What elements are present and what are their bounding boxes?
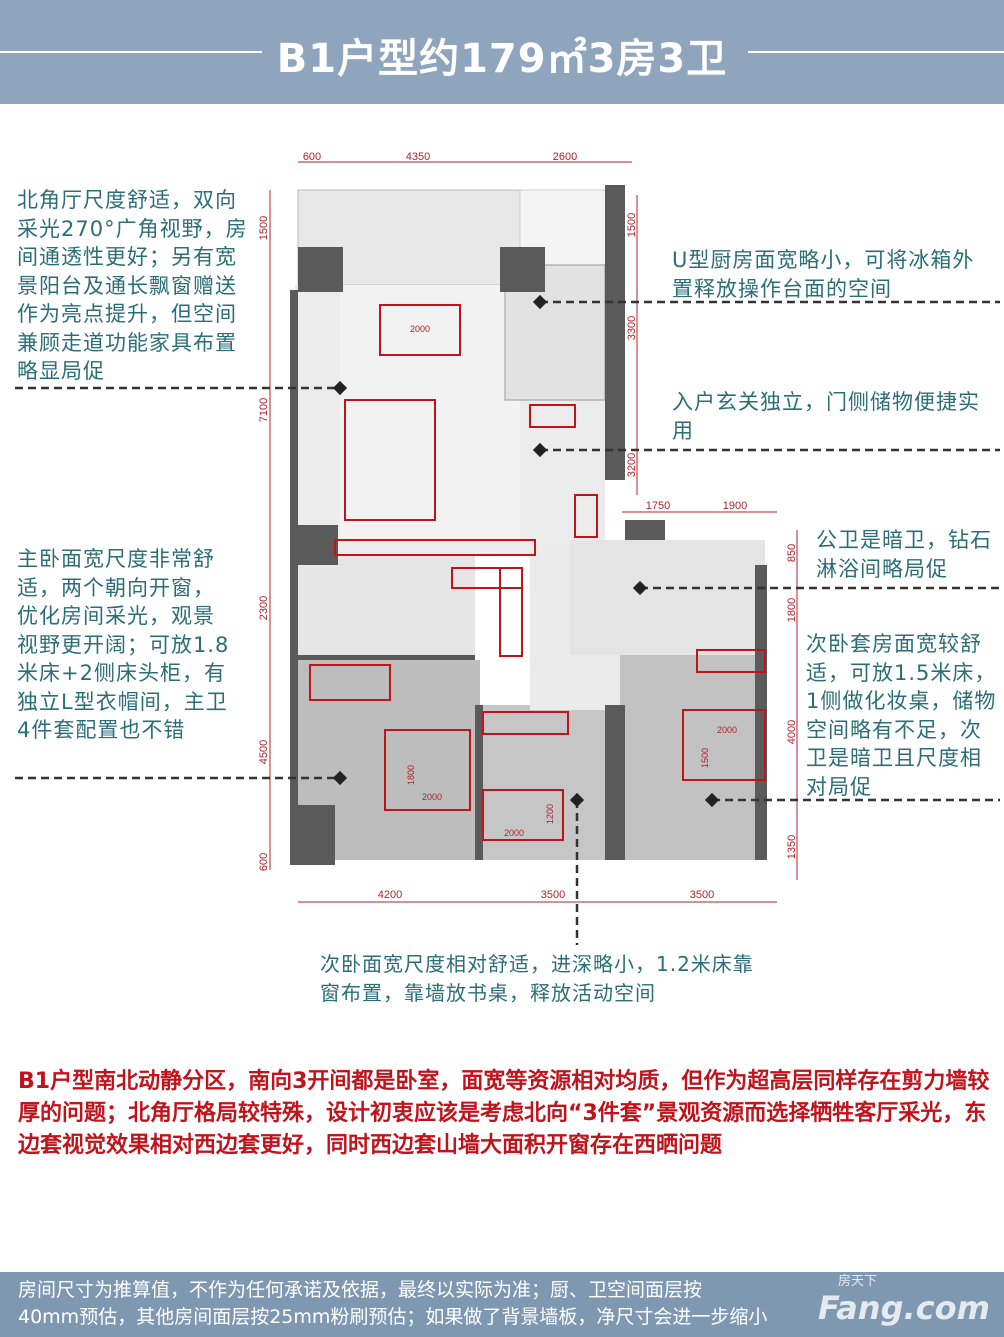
plan-walls <box>290 185 767 865</box>
plan-rooms <box>295 189 765 860</box>
annotation-entry: 入户玄关独立，门侧储物便捷实用 <box>672 390 980 443</box>
furn-dim-2: 2000 <box>422 792 442 802</box>
footer-line-1: 房间尺寸为推算值，不作为任何承诺及依据，最终以实际为准；厨、卫空间面层按 <box>18 1279 703 1301</box>
dim-right-1: 1800 <box>786 598 798 622</box>
dim-left-3: 4500 <box>258 740 270 764</box>
dim-right-0: 850 <box>786 544 798 562</box>
dim-right-inner-2: 3200 <box>626 453 638 477</box>
page-title: B1户型约179㎡3房3卫 <box>276 36 728 82</box>
dim-top-2: 2600 <box>553 151 577 163</box>
header-rule-right <box>748 51 1004 53</box>
leader-dots <box>332 294 720 808</box>
header-bar: B1户型约179㎡3房3卫 <box>0 0 1004 104</box>
furn-dim-4: 2000 <box>504 828 524 838</box>
dim-left-1: 7100 <box>258 398 270 422</box>
dim-top-1: 4350 <box>406 151 430 163</box>
furn-dim-0: 2000 <box>410 324 430 334</box>
dim-bottom-2: 3500 <box>690 889 714 901</box>
dim-mid-1: 1900 <box>723 500 747 512</box>
plan-furniture <box>309 304 766 841</box>
brand-label: 房天下 <box>838 1274 878 1289</box>
dim-mid-0: 1750 <box>646 500 670 512</box>
dim-left-2: 2300 <box>258 596 270 620</box>
header-rule-left <box>0 51 262 53</box>
annotation-second-bed: 次卧面宽尺度相对舒适，进深略小，1.2米床靠窗布置，靠墙放书桌，释放活动空间 <box>320 952 754 1005</box>
annotation-kitchen: U型厨房面宽略小，可将冰箱外置释放操作台面的空间 <box>672 248 975 301</box>
fang-logo: 房天下 Fang.com <box>818 1274 1002 1327</box>
floor-plan: 600 4350 2600 1500 7100 2300 4500 600 15… <box>15 151 1000 945</box>
annotation-living: 北角厅尺度舒适，双向采光270°广角视野，房间通透性更好；另有宽景阳台及通长飘窗… <box>17 188 248 383</box>
furn-dim-5: 2000 <box>717 725 737 735</box>
dim-left-4: 600 <box>258 853 270 871</box>
footer-line-2: 40mm预估，其他房间面层按25mm粉刷预估；如果做了背景墙板，净尺寸会进一步缩… <box>18 1306 768 1328</box>
summary-paragraph: B1户型南北动静分区，南向3开间都是卧室，面宽等资源相对均质，但作为超高层同样存… <box>18 1069 990 1158</box>
dim-bottom-1: 3500 <box>541 889 565 901</box>
annotation-master: 主卧面宽尺度非常舒适，两个朝向开窗，优化房间采光，观景视野更开阔；可放1.8米床… <box>17 547 230 742</box>
dim-left-0: 1500 <box>258 216 270 240</box>
footer-text: 房间尺寸为推算值，不作为任何承诺及依据，最终以实际为准；厨、卫空间面层按 40m… <box>18 1277 808 1331</box>
footer-disclaimer: 房间尺寸为推算值，不作为任何承诺及依据，最终以实际为准；厨、卫空间面层按 40m… <box>0 1272 1004 1337</box>
dim-right-inner-1: 3300 <box>626 316 638 340</box>
furn-dim-1: 1800 <box>406 765 416 785</box>
leader-lines <box>15 300 1000 945</box>
furn-dim-6: 1500 <box>700 748 710 768</box>
annotation-public-bath: 公卫是暗卫，钻石淋浴间略局促 <box>816 528 992 581</box>
dim-bottom-0: 4200 <box>378 889 402 901</box>
dim-right-2: 4000 <box>786 720 798 744</box>
annotation-second-suite: 次卧套房面宽较舒适，可放1.5米床，1侧做化妆桌，储物空间略有不足，次卫是暗卫且… <box>806 632 997 799</box>
logo-text: Fang.com <box>818 1289 990 1327</box>
dim-right-3: 1350 <box>786 835 798 859</box>
furn-dim-3: 1200 <box>545 804 555 824</box>
dim-top-0: 600 <box>303 151 321 163</box>
dim-right-inner-0: 1500 <box>626 213 638 237</box>
